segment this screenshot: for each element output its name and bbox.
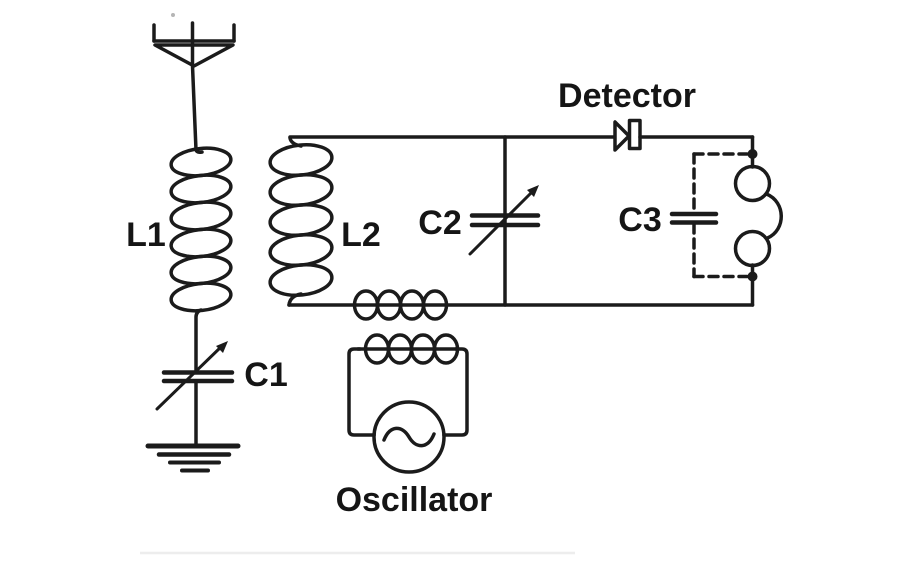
headphones-icon (733, 135, 783, 307)
c1-arrow-head (216, 341, 228, 353)
antenna-icon (152, 21, 236, 154)
scan-speck (171, 13, 175, 17)
c1-variable-capacitor-icon (155, 341, 235, 447)
c2-arrow-head (527, 185, 539, 197)
label-c3: C3 (618, 201, 661, 239)
sine-wave-icon (382, 426, 436, 448)
label-c1: C1 (244, 356, 287, 394)
l1-coil-icon (169, 146, 233, 374)
coupling-coil-icon (352, 289, 449, 321)
label-c2: C2 (418, 204, 461, 242)
l2-coil-icon (268, 136, 334, 307)
detector-diode-icon (613, 118, 755, 152)
ac-source-circle (372, 400, 446, 474)
label-l2: L2 (341, 216, 381, 254)
junction-dot-top (747, 149, 758, 159)
c3-capacitor-icon (669, 152, 749, 279)
c2-variable-capacitor-icon (468, 135, 541, 307)
junction-dot-bottom (747, 271, 758, 282)
label-l1: L1 (126, 216, 166, 254)
oscillator-icon (347, 333, 469, 474)
label-oscillator: Oscillator (336, 481, 493, 519)
ground-icon (145, 443, 241, 473)
label-detector: Detector (558, 77, 696, 115)
